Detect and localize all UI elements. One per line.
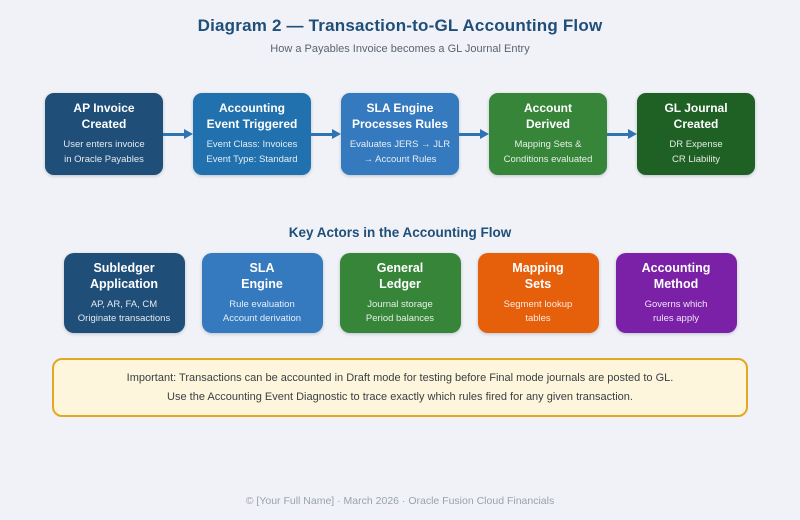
flow-step-title: Account Derived: [524, 101, 572, 131]
note-line-2: Use the Accounting Event Diagnostic to t…: [167, 390, 633, 403]
flow-step-subtext: User enters invoice in Oracle Payables: [63, 139, 145, 165]
actor-subtext: Rule evaluation Account derivation: [222, 299, 302, 325]
flow-arrow-icon: [163, 129, 193, 139]
arrow-head: [480, 129, 489, 139]
arrow-head: [628, 129, 637, 139]
actor-subtext: Governs which rules apply: [644, 299, 708, 325]
arrow-line: [311, 132, 332, 136]
flow-step-title: Accounting Event Triggered: [206, 101, 298, 131]
flow-step-title: SLA Engine Processes Rules: [351, 101, 449, 131]
flow-step-ap-invoice-created: AP Invoice Created User enters invoice i…: [45, 93, 163, 175]
page-subtitle: How a Payables Invoice becomes a GL Jour…: [270, 43, 530, 55]
flow-step-title: GL Journal Created: [664, 101, 728, 131]
arrow-line: [459, 132, 480, 136]
arrow-line: [607, 132, 628, 136]
actor-card-general-ledger: General Ledger Journal storage Period ba…: [339, 253, 461, 333]
flow-step-subtext: DR Expense CR Liability: [669, 139, 723, 165]
actors-section-heading: Key Actors in the Accounting Flow: [288, 225, 512, 240]
actors-row: Subledger Application AP, AR, FA, CM Ori…: [0, 253, 800, 333]
actor-card-accounting-method: Accounting Method Governs which rules ap…: [615, 253, 737, 333]
flow-arrow-icon: [311, 129, 341, 139]
flow-step-sla-engine-processes-rules: SLA Engine Processes Rules Evaluates JER…: [341, 93, 459, 175]
actor-title: Subledger Application: [89, 260, 159, 291]
arrow-line: [163, 132, 184, 136]
actor-subtext: Segment lookup tables: [503, 299, 573, 325]
flow-step-accounting-event-triggered: Accounting Event Triggered Event Class: …: [193, 93, 311, 175]
flow-step-subtext: Evaluates JERS → JLR → Account Rules: [349, 139, 451, 165]
flow-step-subtext: Event Class: Invoices Event Type: Standa…: [206, 139, 298, 165]
actor-title: Mapping Sets: [512, 260, 564, 291]
flow-step-subtext: Mapping Sets & Conditions evaluated: [503, 139, 593, 165]
flow-arrow-icon: [459, 129, 489, 139]
arrow-head: [332, 129, 341, 139]
actor-subtext: Journal storage Period balances: [365, 299, 435, 325]
arrow-head: [184, 129, 193, 139]
footer-credit: © [Your Full Name] · March 2026 · Oracle…: [245, 495, 555, 507]
flow-diagram: AP Invoice Created User enters invoice i…: [0, 93, 800, 175]
flow-step-account-derived: Account Derived Mapping Sets & Condition…: [489, 93, 607, 175]
actor-card-subledger-application: Subledger Application AP, AR, FA, CM Ori…: [63, 253, 185, 333]
flow-step-gl-journal-created: GL Journal Created DR Expense CR Liabili…: [637, 93, 755, 175]
actor-title: Accounting Method: [641, 260, 711, 291]
actor-title: SLA Engine: [241, 260, 283, 291]
flow-step-title: AP Invoice Created: [73, 101, 135, 131]
important-note: Important: Transactions can be accounted…: [52, 358, 748, 418]
actor-subtext: AP, AR, FA, CM Originate transactions: [77, 299, 171, 325]
actor-card-sla-engine: SLA Engine Rule evaluation Account deriv…: [201, 253, 323, 333]
page-title: Diagram 2 — Transaction-to-GL Accounting…: [197, 16, 603, 35]
note-line-1: Important: Transactions can be accounted…: [126, 372, 674, 384]
actor-card-mapping-sets: Mapping Sets Segment lookup tables: [477, 253, 599, 333]
flow-arrow-icon: [607, 129, 637, 139]
actor-title: General Ledger: [376, 260, 424, 291]
